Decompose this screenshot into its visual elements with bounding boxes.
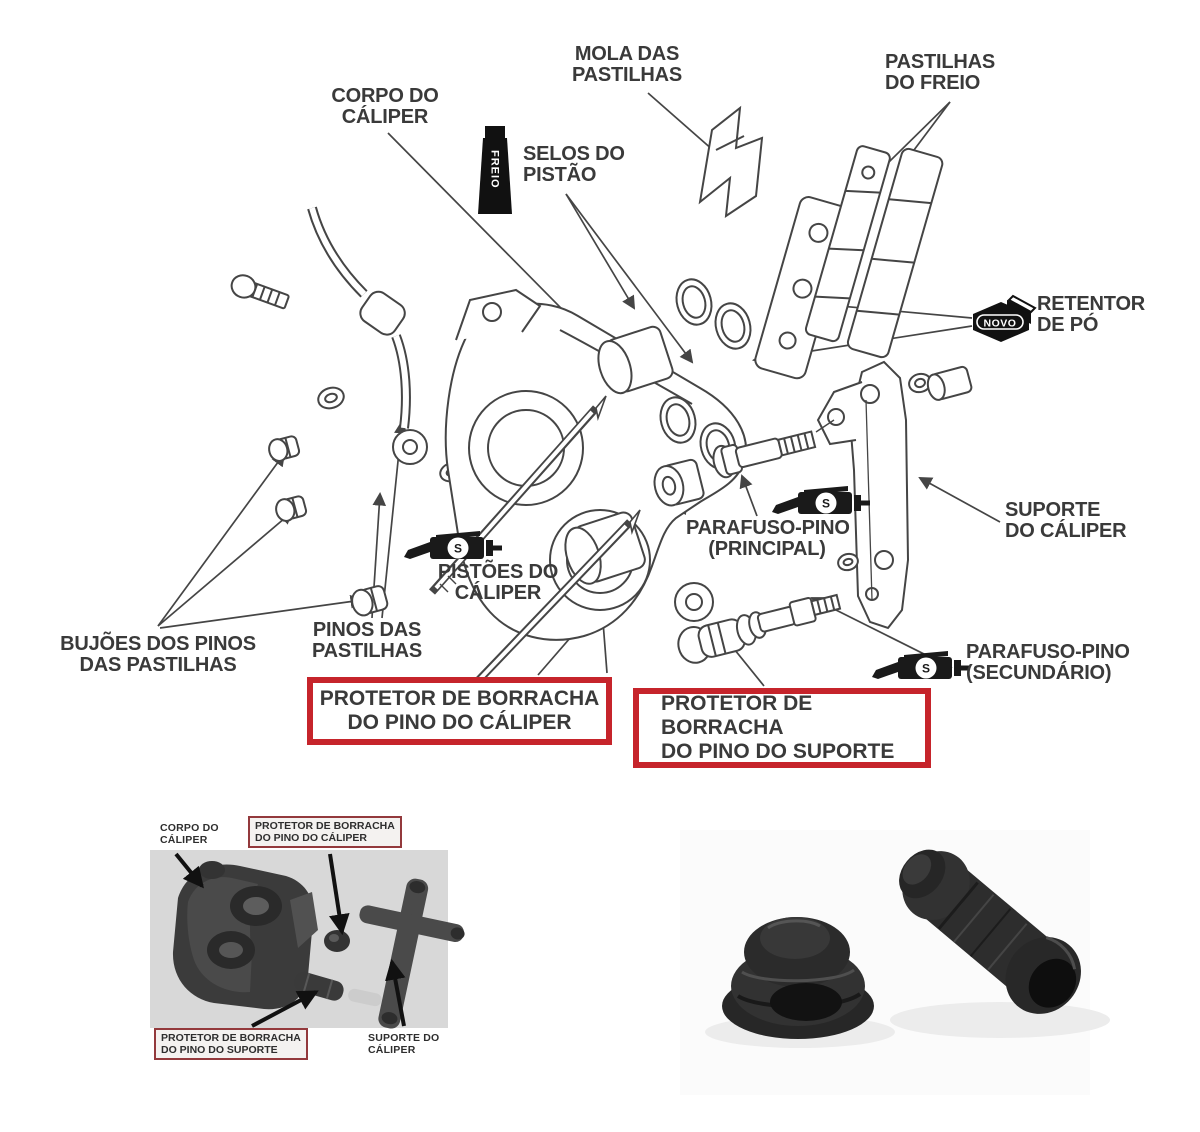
brake-pads-drawing (754, 145, 944, 380)
novo-badge-label: NOVO (984, 318, 1017, 330)
product-photo-drawing (680, 830, 1110, 1095)
secondary-pin-drawing (677, 552, 859, 664)
photo-inset-drawing (150, 850, 465, 1029)
freio-tube-label: FREIO (489, 150, 501, 189)
brake-hose-drawing (230, 206, 549, 523)
caliper-bracket-drawing (816, 360, 973, 630)
pin-plugs-drawing (268, 435, 397, 717)
highlight-box-protetor-pino-suporte: PROTETOR DE BORRACHA DO PINO DO SUPORTE (633, 688, 931, 768)
novo-badge-icon: NOVO (973, 294, 1037, 342)
highlight-box-protetor-pino-caliper: PROTETOR DE BORRACHA DO PINO DO CÁLIPER (307, 677, 612, 745)
pad-spring-drawing (698, 105, 764, 219)
label-parafuso-pino-secundario: PARAFUSO-PINO(SECUNDÁRIO) (966, 641, 1130, 684)
label-parafuso-pino-principal: PARAFUSO-PINO(PRINCIPAL) (686, 517, 850, 560)
grease-icon-secundario (872, 651, 970, 679)
main-pin-drawing (653, 419, 835, 507)
brake-fluid-tube-icon: FREIO (478, 126, 512, 214)
